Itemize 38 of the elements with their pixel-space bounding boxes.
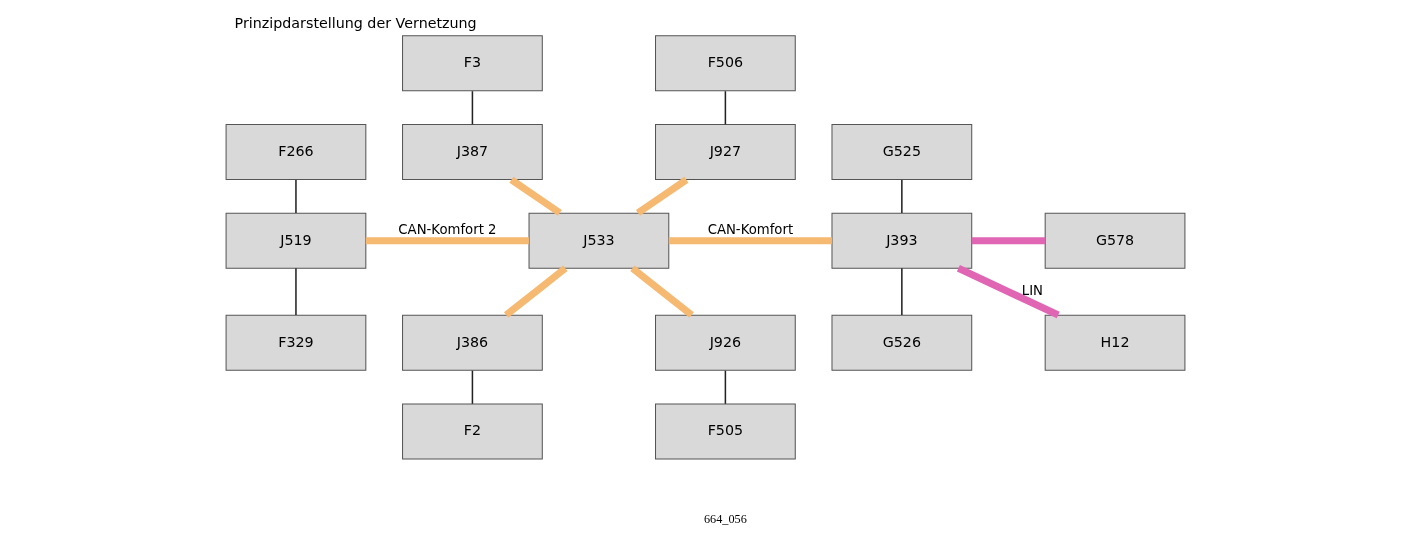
node-box: G578 — [1044, 212, 1185, 269]
diagram-title: Prinzipdarstellung der Vernetzung — [234, 14, 477, 31]
connector — [471, 369, 473, 405]
label: 664_056 — [703, 512, 747, 527]
node-box: F506 — [654, 35, 796, 92]
connector — [503, 265, 568, 318]
node-box: F2 — [401, 403, 543, 460]
connector — [471, 90, 473, 126]
connector — [900, 267, 903, 316]
edge-label: LIN — [1021, 283, 1043, 299]
node-box: G525 — [831, 123, 972, 181]
node-box: J519 — [225, 212, 366, 269]
connector — [635, 176, 688, 216]
connector — [294, 179, 297, 214]
connector — [668, 237, 832, 245]
node-box: F505 — [654, 403, 796, 460]
node-box: J533 — [528, 212, 669, 269]
node-box: G526 — [831, 314, 972, 371]
connector — [629, 265, 694, 318]
node-box: J927 — [654, 123, 796, 181]
connector — [508, 176, 562, 216]
connector — [724, 369, 726, 405]
node-box: J393 — [831, 212, 972, 269]
node-box: J386 — [401, 314, 543, 371]
edge-label: CAN-Komfort 2 — [397, 222, 496, 237]
connector — [365, 237, 529, 245]
connector — [724, 90, 726, 126]
node-box: F3 — [401, 35, 543, 92]
edge-label: CAN-Komfort — [707, 222, 793, 237]
node-box: J387 — [401, 123, 543, 181]
node-box: F266 — [225, 123, 366, 181]
node-box: F329 — [225, 314, 366, 371]
node-box: J926 — [654, 314, 796, 371]
connector — [294, 267, 297, 316]
connector — [900, 179, 903, 214]
connector — [971, 237, 1045, 245]
node-box: H12 — [1044, 314, 1185, 371]
connector — [956, 265, 1060, 319]
